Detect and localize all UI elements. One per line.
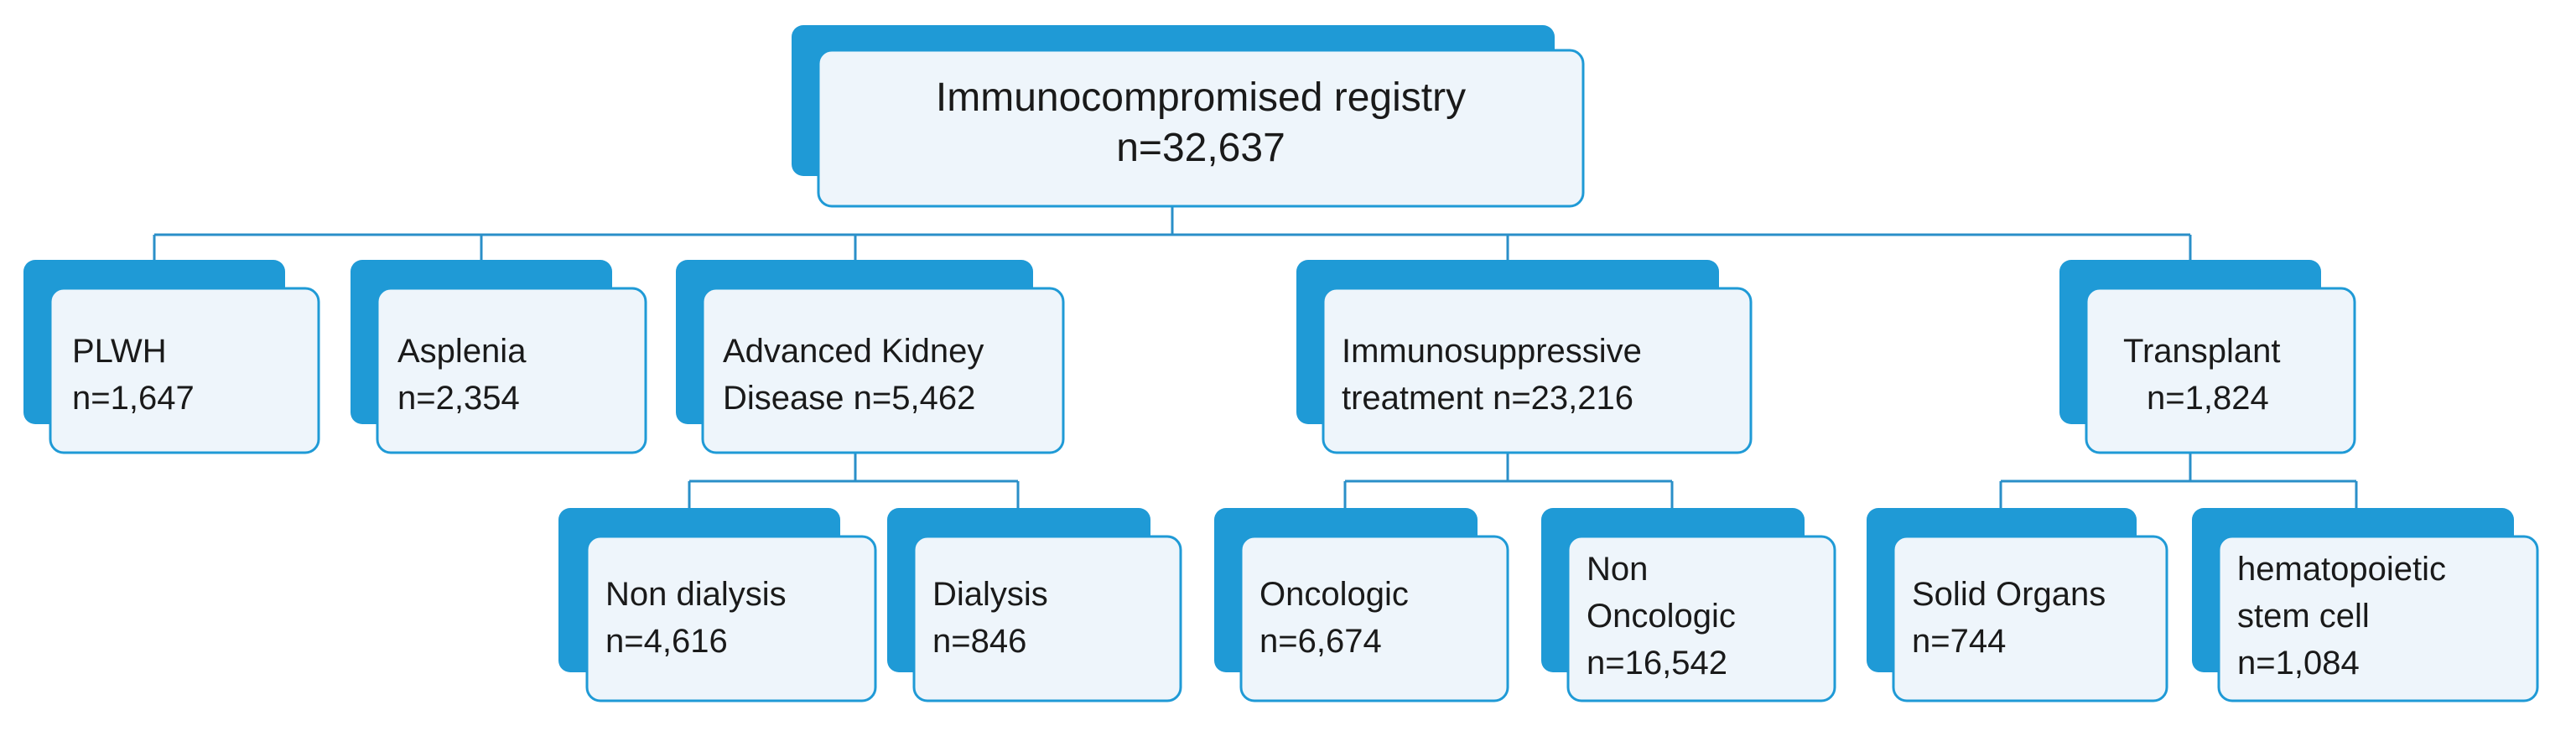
subcategory-node-non-dialysis-box [585,535,877,702]
category-node-asplenia-box [376,287,647,454]
subcategory-node-non-oncologic-line-2: n=16,542 [1587,645,1727,682]
subcategory-node-solid-organs-box [1892,535,2168,702]
subcategory-node-solid-organs: Solid Organs n=744 [1867,508,2168,702]
category-node-kidney-box [701,287,1065,454]
subcategory-node-oncologic-line-0: Oncologic [1259,576,1409,613]
subcategory-node-hematopoietic-line-0: hematopoietic [2237,551,2446,588]
subcategory-node-dialysis-line-1: n=846 [932,623,1026,660]
category-node-transplant-line-0: Transplant [2123,333,2281,370]
category-node-asplenia-line-0: Asplenia [397,333,527,370]
subcategory-node-hematopoietic: hematopoietic stem cell n=1,084 [2192,508,2539,702]
category-node-immunosuppressive: Immunosuppressive treatment n=23,216 [1296,260,1753,454]
subcategory-node-dialysis: Dialysis n=846 [887,508,1182,702]
category-node-plwh-box [49,287,320,454]
subcategory-node-oncologic-box [1239,535,1509,702]
subcategory-node-hematopoietic-box [2217,535,2539,702]
category-node-transplant: Transplant n=1,824 [2059,260,2356,454]
category-node-immunosuppressive-line-0: Immunosuppressive [1342,333,1642,370]
category-node-immunosuppressive-line-1: treatment n=23,216 [1342,380,1633,417]
subcategory-node-non-oncologic-line-0: Non [1587,551,1648,588]
subcategory-node-non-oncologic-box [1566,535,1836,702]
category-node-kidney-line-1: Disease n=5,462 [723,380,975,417]
category-node-asplenia: Asplenia n=2,354 [351,260,647,454]
root-node-line-0: Immunocompromised registry [936,75,1466,120]
category-node-immunosuppressive-box [1322,287,1753,454]
subcategory-node-hematopoietic-line-2: n=1,084 [2237,645,2360,682]
subcategory-node-solid-organs-line-1: n=744 [1912,623,2006,660]
category-node-plwh-line-1: n=1,647 [72,380,195,417]
subcategory-node-solid-organs-line-0: Solid Organs [1912,576,2106,613]
subcategory-node-oncologic: Oncologic n=6,674 [1214,508,1509,702]
category-node-kidney-line-0: Advanced Kidney [723,333,984,370]
subcategory-node-non-dialysis-line-1: n=4,616 [605,623,728,660]
root-node-box [817,49,1585,208]
subcategory-node-dialysis-line-0: Dialysis [932,576,1048,613]
subcategory-node-hematopoietic-line-1: stem cell [2237,598,2370,635]
category-node-transplant-box [2085,287,2356,454]
category-node-plwh: PLWH n=1,647 [23,260,320,454]
connector-lines [153,206,2358,508]
subcategory-node-oncologic-line-1: n=6,674 [1259,623,1382,660]
root-node-line-1: n=32,637 [1116,126,1285,170]
category-node-transplant-line-1: n=1,824 [2147,380,2269,417]
category-node-asplenia-line-1: n=2,354 [397,380,520,417]
subcategory-node-dialysis-box [912,535,1182,702]
subcategory-node-non-dialysis-line-0: Non dialysis [605,576,787,613]
category-node-plwh-line-0: PLWH [72,333,167,370]
subcategory-node-non-oncologic-line-1: Oncologic [1587,598,1736,635]
root-node: Immunocompromised registry n=32,637 [792,25,1585,208]
subcategory-node-non-dialysis: Non dialysis n=4,616 [558,508,877,702]
